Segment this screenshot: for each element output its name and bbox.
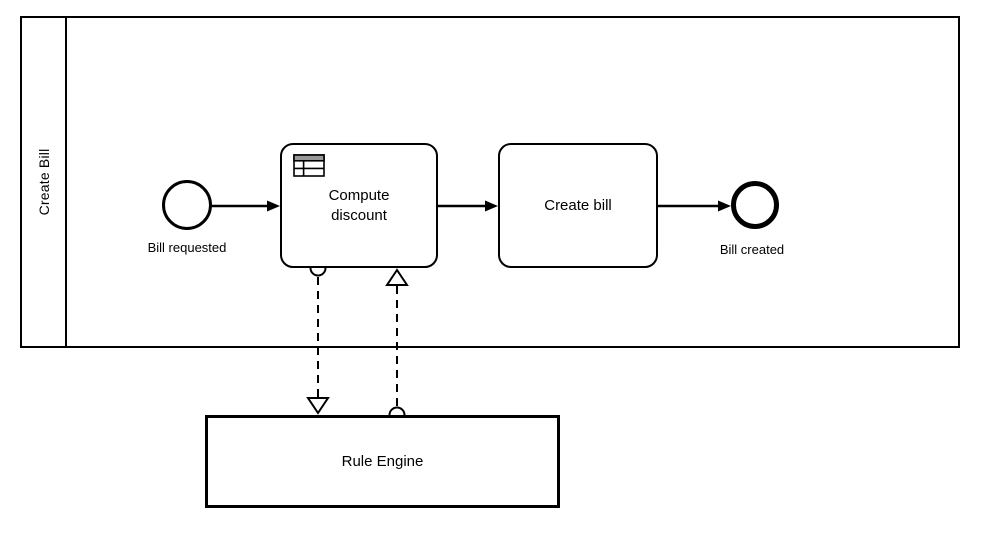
- task-label: Compute discount: [328, 186, 390, 224]
- end-event[interactable]: [731, 181, 779, 229]
- business-rule-table-icon: [293, 154, 325, 183]
- participant-label: Rule Engine: [341, 453, 424, 470]
- arrowhead-open: [306, 397, 330, 415]
- pool-create-bill[interactable]: Create Bill: [20, 16, 960, 348]
- pool-label: Create Bill: [35, 148, 52, 216]
- task-create-bill[interactable]: Create bill: [498, 143, 658, 268]
- start-event[interactable]: [162, 180, 212, 230]
- start-event-label: Bill requested: [147, 240, 227, 255]
- end-event-label: Bill created: [719, 242, 785, 257]
- task-label: Create bill: [544, 196, 612, 214]
- task-compute-discount[interactable]: Compute discount: [280, 143, 438, 268]
- participant-rule-engine[interactable]: Rule Engine: [205, 415, 560, 508]
- pool-label-band[interactable]: Create Bill: [22, 18, 67, 346]
